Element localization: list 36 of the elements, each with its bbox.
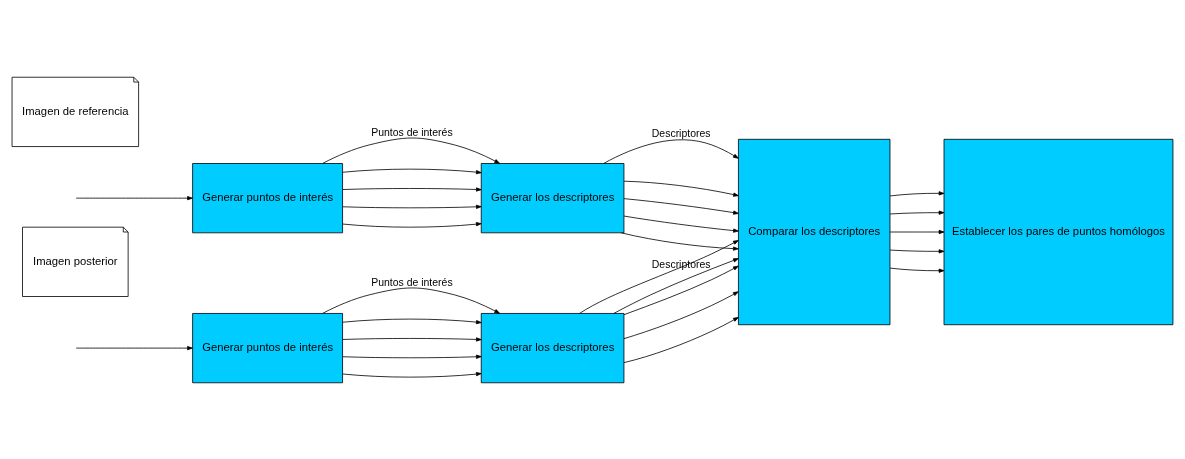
node-box: Establecer los pares de puntos homólogos <box>943 138 1174 325</box>
node-box: Generar los descriptores <box>480 162 625 233</box>
arrow <box>342 371 482 378</box>
arrow <box>889 190 945 196</box>
arrow <box>889 248 945 253</box>
edge-label: Descriptores <box>651 127 711 139</box>
arrow <box>342 336 482 342</box>
node-box: Generar puntos de interés <box>192 312 343 383</box>
arrow <box>322 287 500 314</box>
arrow <box>613 257 739 314</box>
arrow <box>342 354 482 359</box>
arrow <box>623 316 739 363</box>
edge-label: Puntos de interés <box>371 276 453 288</box>
arrow <box>579 239 739 314</box>
arrow <box>603 138 739 164</box>
node-box: Generar los descriptores <box>480 312 625 383</box>
arrow <box>75 195 193 200</box>
node-box: Comparar los descriptores <box>738 138 891 325</box>
arrow <box>75 345 193 350</box>
arrow <box>342 204 482 209</box>
node-box: Generar puntos de interés <box>192 162 343 233</box>
arrow <box>620 231 739 251</box>
arrow <box>889 210 945 215</box>
edge-label: Puntos de interés <box>371 126 453 138</box>
arrow <box>342 318 482 324</box>
arrow <box>342 168 482 174</box>
arrow <box>623 290 739 339</box>
arrow <box>889 267 945 273</box>
arrow <box>623 215 739 233</box>
arrow <box>623 180 739 197</box>
arrow <box>623 197 739 215</box>
arrow <box>623 265 739 315</box>
arrow <box>342 186 482 192</box>
arrow <box>889 229 945 234</box>
arrow <box>322 137 500 164</box>
arrow <box>342 221 482 228</box>
